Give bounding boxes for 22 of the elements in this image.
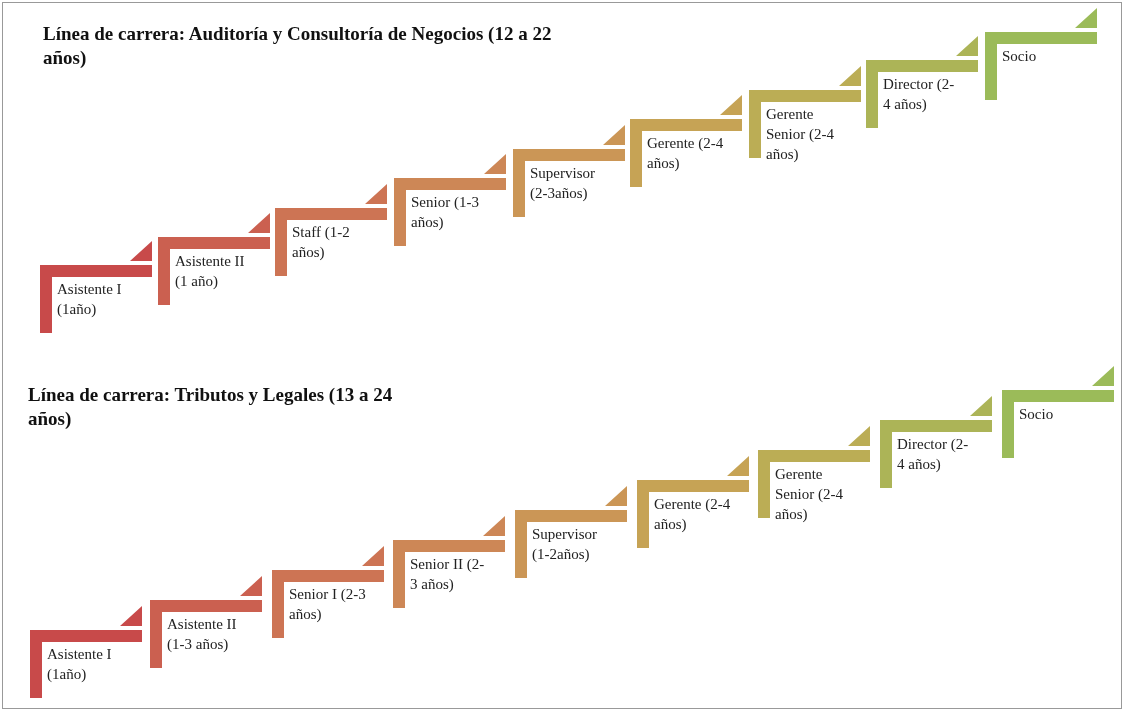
career-step	[749, 66, 861, 162]
step-label: Socio	[1002, 47, 1038, 66]
step-label: Director (2-4 años)	[897, 435, 970, 474]
step-label: Senior (1-3 años)	[411, 193, 480, 232]
step-label: Director (2-4 años)	[883, 75, 956, 114]
step-label: Supervisor (2-3años)	[530, 164, 596, 203]
step-label: Gerente (2-4 años)	[647, 134, 725, 173]
step-label: Supervisor (1-2años)	[532, 525, 598, 564]
step-label: Gerente (2-4 años)	[654, 495, 732, 534]
step-label: Asistente I (1año)	[47, 645, 113, 684]
step-label: Asistente II (1-3 años)	[167, 615, 238, 654]
section-heading: Línea de carrera: Tributos y Legales (13 a 24 años)	[28, 383, 394, 431]
step-label: Senior I (2-3 años)	[289, 585, 367, 624]
step-label: Asistente II (1 año)	[175, 252, 246, 291]
step-label: Asistente I (1año)	[57, 280, 123, 319]
step-label: Senior II (2-3 años)	[410, 555, 486, 594]
step-label: Staff (1-2 años)	[292, 223, 351, 262]
section-heading: Línea de carrera: Auditoría y Consultoría de Negocios (12 a 22 años)	[43, 22, 553, 70]
step-label: Gerente Senior (2-4 años)	[766, 105, 835, 164]
step-label: Socio	[1019, 405, 1055, 424]
career-step	[758, 426, 870, 522]
step-label: Gerente Senior (2-4 años)	[775, 465, 844, 524]
